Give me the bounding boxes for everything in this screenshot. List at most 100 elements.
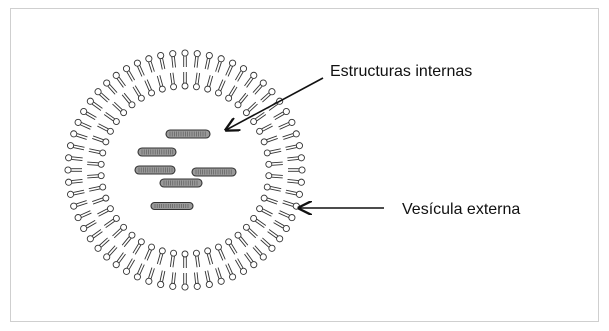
- internal-structures-group: [135, 130, 236, 210]
- inner-lipid: [112, 102, 126, 116]
- outer-lipid: [95, 89, 109, 102]
- outer-lipid: [235, 66, 246, 82]
- inner-lipid: [251, 112, 266, 124]
- inner-lipid: [235, 232, 248, 247]
- outer-lipid: [81, 108, 97, 119]
- outer-lipid: [65, 167, 82, 173]
- outer-lipid: [283, 131, 300, 140]
- inner-lipid: [122, 232, 135, 247]
- outer-lipid: [226, 60, 236, 76]
- inner-lipid: [261, 136, 278, 145]
- inner-lipid: [266, 173, 283, 179]
- inner-lipid: [243, 224, 257, 238]
- inner-lipid: [226, 86, 237, 102]
- outer-lipid: [134, 60, 144, 76]
- outer-lipid: [67, 143, 84, 150]
- inner-lipid: [92, 195, 109, 204]
- inner-lipid: [145, 244, 155, 260]
- outer-lipid: [134, 264, 144, 280]
- internal-rod: [166, 130, 210, 138]
- inner-lipid: [170, 73, 176, 90]
- outer-lipid: [216, 56, 225, 73]
- outer-lipid: [283, 201, 300, 210]
- inner-lipid: [251, 215, 266, 227]
- inner-lipid: [92, 136, 109, 145]
- inner-lipid: [182, 251, 188, 268]
- inner-lipid: [257, 206, 273, 217]
- inner-lipid: [89, 184, 106, 191]
- inner-lipid: [104, 112, 119, 124]
- outer-lipid: [253, 246, 266, 260]
- outer-lipid: [235, 259, 246, 275]
- outer-lipid: [244, 72, 256, 87]
- outer-lipid: [146, 56, 155, 73]
- outer-lipid: [158, 270, 165, 287]
- outer-lipid: [253, 80, 266, 94]
- inner-lipid: [87, 161, 104, 167]
- outer-lipid: [104, 80, 117, 94]
- outer-lipid: [66, 179, 83, 185]
- outer-lipid: [287, 179, 304, 185]
- outer-lipid: [87, 98, 102, 110]
- outer-lipid: [123, 259, 134, 275]
- outer-lipid: [261, 89, 275, 102]
- inner-lipid: [235, 93, 248, 108]
- outer-lipid: [75, 211, 91, 221]
- inner-lipid: [205, 248, 213, 265]
- outer-lipid: [244, 253, 256, 268]
- inner-lipid: [112, 224, 126, 238]
- lipid-bilayer: [65, 50, 305, 290]
- outer-lipid: [104, 246, 117, 260]
- outer-lipid: [113, 253, 125, 268]
- outer-lipid: [67, 190, 84, 197]
- internal-rod: [135, 166, 175, 174]
- outer-lipid: [279, 119, 295, 129]
- outer-lipid: [287, 155, 304, 161]
- outer-lipid: [158, 52, 165, 69]
- label-external-vesicle: Vesícula externa: [402, 201, 520, 218]
- outer-lipid: [75, 119, 91, 129]
- inner-lipid: [157, 75, 165, 92]
- inner-lipid: [261, 195, 278, 204]
- outer-lipid: [170, 272, 176, 289]
- outer-lipid: [95, 238, 109, 251]
- inner-lipid: [193, 73, 199, 90]
- outer-lipid: [274, 108, 290, 119]
- outer-lipid: [205, 52, 212, 69]
- inner-lipid: [87, 173, 104, 179]
- inner-lipid: [215, 244, 225, 260]
- inner-lipid: [97, 124, 113, 135]
- outer-lipid: [123, 66, 134, 82]
- outer-lipid: [113, 72, 125, 87]
- inner-lipid: [97, 206, 113, 217]
- inner-lipid: [215, 80, 225, 96]
- outer-lipid: [71, 131, 88, 140]
- outer-lipid: [146, 268, 155, 285]
- outer-lipid: [288, 167, 305, 173]
- internal-rod: [138, 148, 176, 156]
- outer-lipid: [268, 229, 283, 241]
- inner-lipid: [122, 93, 135, 108]
- inner-lipid: [182, 72, 188, 89]
- outer-lipid: [182, 273, 188, 290]
- inner-lipid: [205, 75, 213, 92]
- inner-lipid: [257, 124, 273, 135]
- outer-lipid: [226, 264, 236, 280]
- outer-lipid: [81, 220, 97, 231]
- label-internal-structures: Estructuras internas: [330, 63, 472, 80]
- internal-rod: [192, 168, 236, 176]
- outer-lipid: [71, 201, 88, 210]
- inner-lipid: [133, 239, 144, 255]
- outer-lipid: [66, 155, 83, 161]
- outer-lipid: [285, 143, 302, 150]
- internal-rod: [160, 179, 202, 187]
- outer-lipid: [194, 272, 200, 289]
- inner-lipid: [170, 250, 176, 267]
- inner-lipid: [104, 215, 119, 227]
- inner-lipid: [133, 86, 144, 102]
- outer-lipid: [261, 238, 275, 251]
- inner-lipid: [266, 161, 283, 167]
- inner-lipid: [264, 184, 281, 191]
- inner-lipid: [193, 250, 199, 267]
